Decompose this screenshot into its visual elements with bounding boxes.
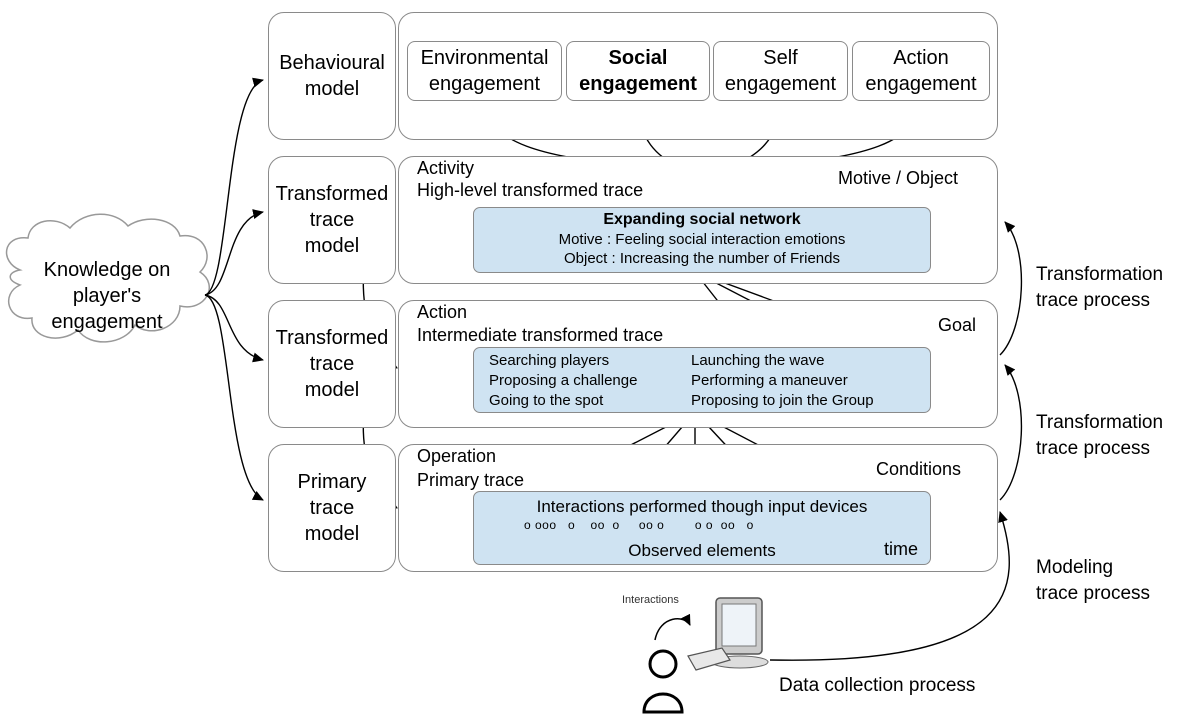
time-label: time	[884, 539, 919, 559]
activity-motive: Motive : Feeling social interaction emot…	[558, 231, 846, 248]
arrow-transformation-2	[999, 364, 1023, 501]
transformation-process-label-2: Transformation trace process	[1036, 412, 1164, 459]
operation-top-label: Interactions performed though input devi…	[536, 497, 868, 516]
action-blue-box: Searching players Proposing a challenge …	[473, 347, 931, 413]
action-col2-item: Launching the wave	[691, 352, 825, 369]
operation-level-label: Operation	[417, 446, 497, 466]
activity-right-label: Motive / Object	[838, 168, 959, 188]
activity-blue-box: Expanding social network Motive : Feelin…	[473, 207, 931, 273]
arrow-to-behavioural-model	[204, 77, 264, 296]
transformation-process-label-1: Transformation trace process	[1036, 264, 1164, 311]
operation-dots: o ooo o oo o oo o o o oo o	[524, 518, 754, 532]
social-engagement-box: Social engagement	[566, 41, 710, 101]
action-col2-item: Performing a maneuver	[691, 372, 848, 389]
behavioural-model-box: Behavioural model	[268, 12, 396, 140]
transformed-trace-model-box-2: Transformed trace model	[268, 300, 396, 428]
user-computer-icon	[642, 597, 769, 714]
action-col1-item: Searching players	[489, 352, 610, 369]
action-col1-item: Going to the spot	[489, 392, 604, 409]
arrow-to-transformed-model-2	[204, 294, 264, 363]
interactions-label: Interactions	[622, 594, 679, 606]
operation-trace-label: Primary trace	[417, 470, 525, 490]
operation-blue-box: Interactions performed though input devi…	[473, 491, 931, 565]
action-col2-item: Proposing to join the Group	[691, 392, 874, 409]
modeling-process-label: Modeling trace process	[1036, 557, 1151, 604]
self-engagement-box: Self engagement	[713, 41, 848, 101]
transformed-trace-model-box-1: Transformed trace model	[268, 156, 396, 284]
action-trace-label: Intermediate transformed trace	[417, 325, 664, 345]
activity-trace-label: High-level transformed trace	[417, 180, 644, 200]
arrow-transformation-1	[999, 221, 1023, 356]
action-level-label: Action	[417, 302, 468, 322]
activity-level-label: Activity	[417, 158, 475, 178]
action-engagement-box: Action engagement	[852, 41, 990, 101]
operation-bottom-label: Observed elements	[628, 541, 776, 560]
arrow-to-transformed-model-1	[204, 209, 264, 296]
activity-object: Object : Increasing the number of Friend…	[564, 250, 840, 267]
action-right-label: Goal	[938, 315, 977, 335]
primary-trace-model-box: Primary trace model	[268, 444, 396, 572]
action-col1-item: Proposing a challenge	[489, 372, 638, 389]
knowledge-label: Knowledge on player's engagement	[43, 259, 171, 333]
arrow-to-primary-model	[204, 294, 264, 501]
activity-box-title: Expanding social network	[603, 211, 801, 228]
arrow-modeling	[769, 511, 1010, 661]
data-collection-label: Data collection process	[779, 675, 976, 696]
operation-right-label: Conditions	[876, 459, 962, 479]
environmental-engagement-box: Environmental engagement	[407, 41, 562, 101]
